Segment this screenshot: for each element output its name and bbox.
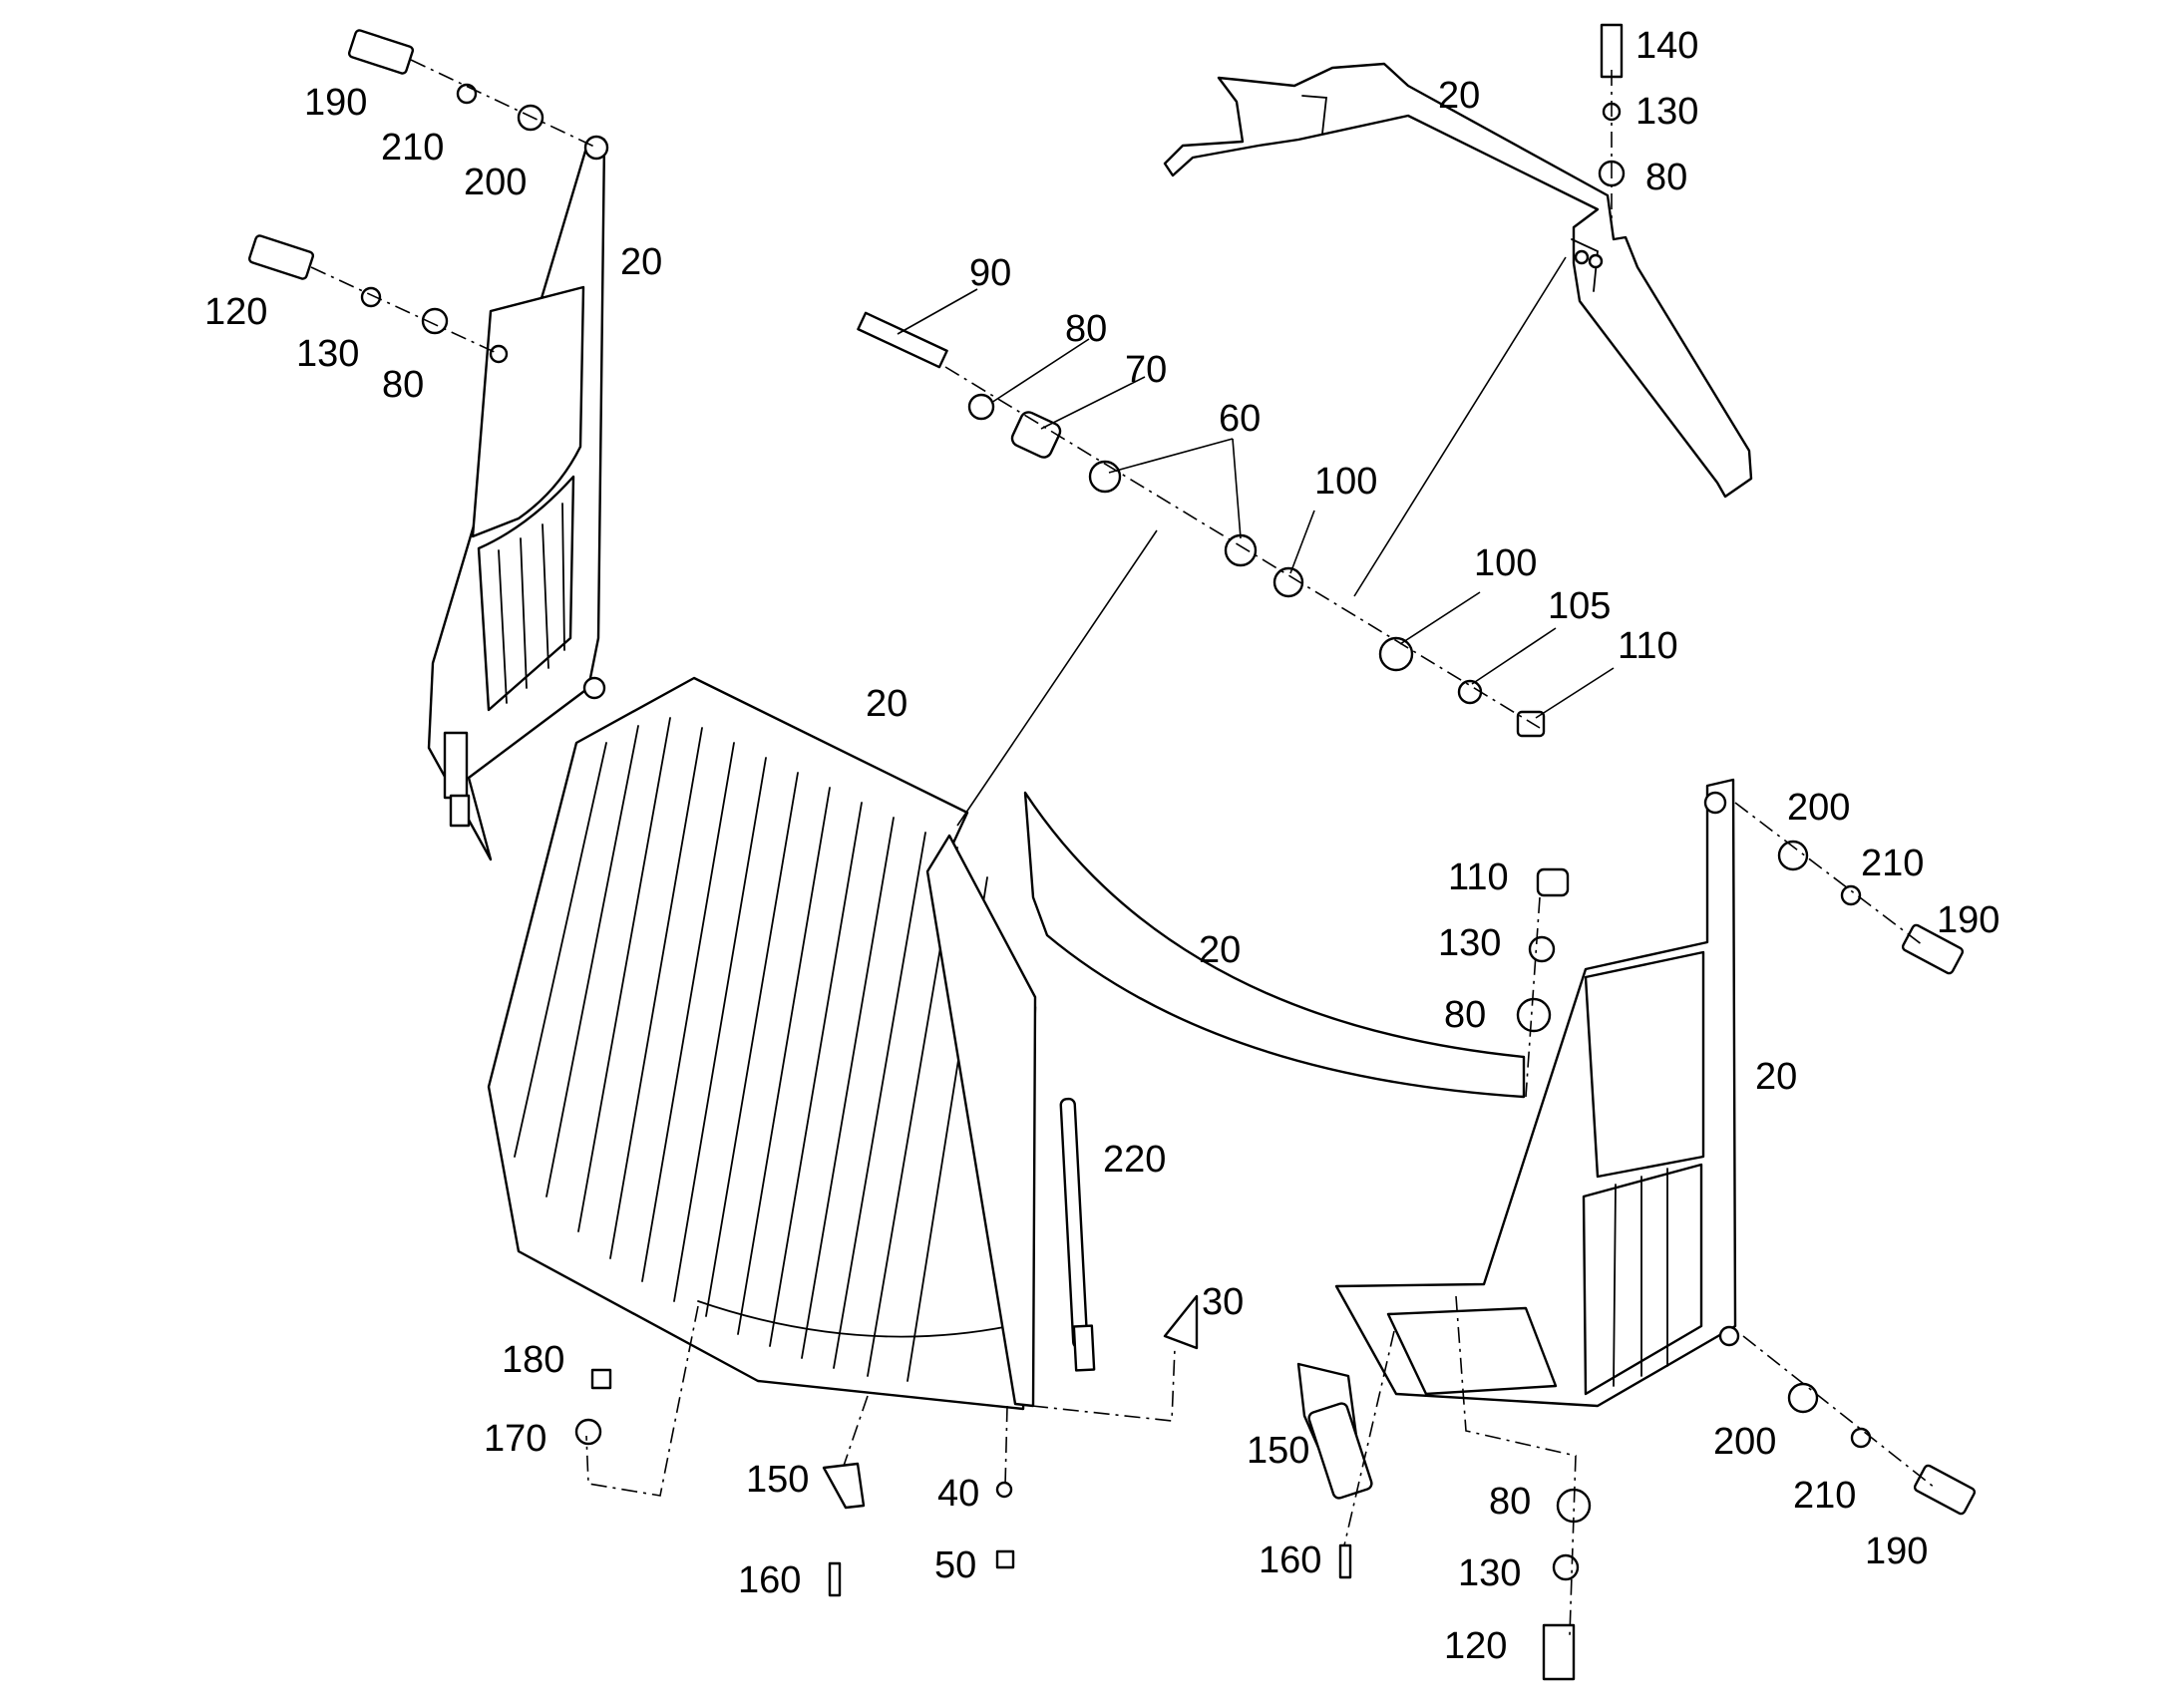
callout-20: 20	[620, 241, 662, 283]
callout-20: 20	[866, 683, 908, 725]
callout-80: 80	[1645, 157, 1687, 198]
callout-170: 170	[484, 1418, 546, 1460]
callout-80: 80	[1065, 308, 1107, 350]
callout-110: 110	[1448, 856, 1509, 898]
callout-130: 130	[1458, 1552, 1521, 1594]
callout-20: 20	[1438, 75, 1480, 117]
callout-110: 110	[1618, 625, 1678, 667]
callout-120: 120	[204, 291, 267, 333]
callout-160: 160	[1259, 1539, 1321, 1581]
callout-140: 140	[1635, 25, 1698, 67]
callout-105: 105	[1548, 585, 1611, 627]
callout-190: 190	[304, 82, 367, 124]
callout-40: 40	[937, 1473, 979, 1515]
callout-70: 70	[1125, 349, 1167, 391]
callout-160: 160	[738, 1559, 801, 1601]
callout-20: 20	[1755, 1056, 1797, 1098]
callout-210: 210	[1793, 1475, 1856, 1517]
callout-200: 200	[1713, 1421, 1776, 1463]
callout-150: 150	[746, 1459, 809, 1501]
callout-20: 20	[1199, 929, 1241, 971]
callout-190: 190	[1865, 1531, 1928, 1572]
callout-80: 80	[1444, 994, 1486, 1036]
hardware	[247, 23, 1977, 1681]
callout-200: 200	[464, 162, 527, 203]
callout-120: 120	[1444, 1625, 1507, 1667]
right-side-panel	[1334, 778, 1740, 1408]
callout-150: 150	[1247, 1430, 1309, 1472]
callout-60: 60	[1219, 398, 1261, 440]
callout-190: 190	[1937, 899, 1999, 941]
callout-130: 130	[1635, 91, 1698, 133]
callout-100: 100	[1474, 542, 1537, 584]
callout-130: 130	[1438, 922, 1501, 964]
callout-220: 220	[1103, 1139, 1166, 1181]
left-side-panel	[427, 135, 609, 861]
callout-80: 80	[1489, 1481, 1531, 1523]
callout-130: 130	[296, 333, 359, 375]
callout-labels: 190 210 200 20 120 130 80 20 140 130 80 …	[204, 25, 1999, 1667]
callout-210: 210	[381, 127, 444, 169]
callout-100: 100	[1314, 461, 1377, 503]
front-grille	[487, 676, 1037, 1411]
callout-90: 90	[969, 252, 1011, 294]
callout-200: 200	[1787, 787, 1850, 829]
top-bracket	[1163, 62, 1753, 499]
callout-210: 210	[1861, 843, 1924, 884]
callout-50: 50	[934, 1544, 976, 1586]
top-cross-bar	[1023, 791, 1526, 1099]
callout-180: 180	[502, 1339, 564, 1381]
leader-lines	[897, 256, 1615, 827]
callout-80: 80	[382, 364, 424, 406]
callout-30: 30	[1202, 1281, 1244, 1323]
